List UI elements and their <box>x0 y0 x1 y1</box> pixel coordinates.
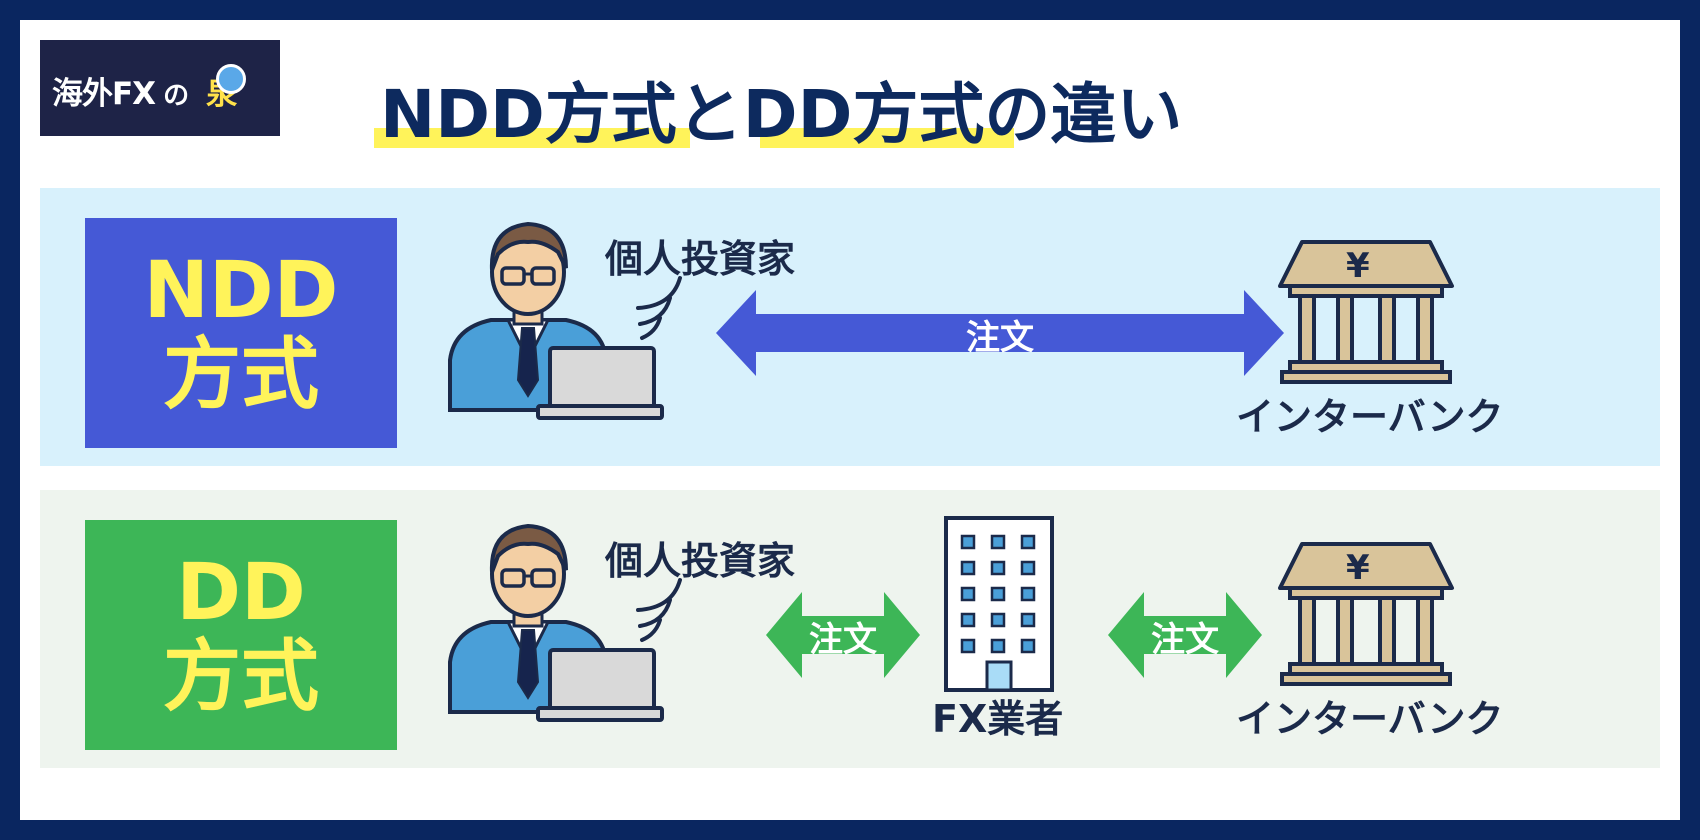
ndd-investor-label: 個人投資家 <box>605 237 796 281</box>
title-highlight-dd <box>760 128 1014 148</box>
ndd-order-arrow-label: 注文 <box>966 318 1034 358</box>
ndd-badge-line1: NDD <box>143 246 339 336</box>
dd-fx-broker-icon <box>944 516 1054 692</box>
page-title: NDD方式とDD方式の違い <box>380 76 1183 153</box>
dd-badge: DD 方式 <box>85 520 397 750</box>
dd-order-arrow-1-label: 注文 <box>809 620 877 660</box>
dd-order-arrow-2-icon <box>1108 592 1262 678</box>
title-highlight-ndd <box>374 128 690 148</box>
dd-yen-symbol: ¥ <box>1346 548 1370 588</box>
dd-investor-label: 個人投資家 <box>605 539 796 583</box>
dd-interbank-icon <box>1278 542 1454 686</box>
ndd-order-arrow-icon <box>716 290 1284 376</box>
ndd-badge: NDD 方式 <box>85 218 397 448</box>
dd-interbank-label: インターバンク <box>1236 697 1504 741</box>
ndd-interbank-label: インターバンク <box>1236 395 1504 439</box>
logo-text-main: 海外FX <box>52 76 156 112</box>
dd-order-arrow-2-label: 注文 <box>1151 620 1219 660</box>
ndd-yen-symbol: ¥ <box>1346 246 1370 286</box>
ndd-interbank-icon <box>1278 240 1454 384</box>
ndd-panel: NDD 方式 個人投資家 注文 ¥ インターバンク <box>40 188 1660 466</box>
dd-panel: DD 方式 個人投資家 注文 <box>40 490 1660 768</box>
ndd-badge-line2: 方式 <box>162 330 319 420</box>
dd-fx-broker-label: FX業者 <box>932 697 1064 741</box>
dd-order-arrow-1-icon <box>766 592 920 678</box>
logo-bubble-icon <box>216 64 246 94</box>
dd-badge-line2: 方式 <box>162 632 319 722</box>
logo-text-no: の <box>163 81 189 111</box>
dd-badge-line1: DD <box>176 548 306 638</box>
